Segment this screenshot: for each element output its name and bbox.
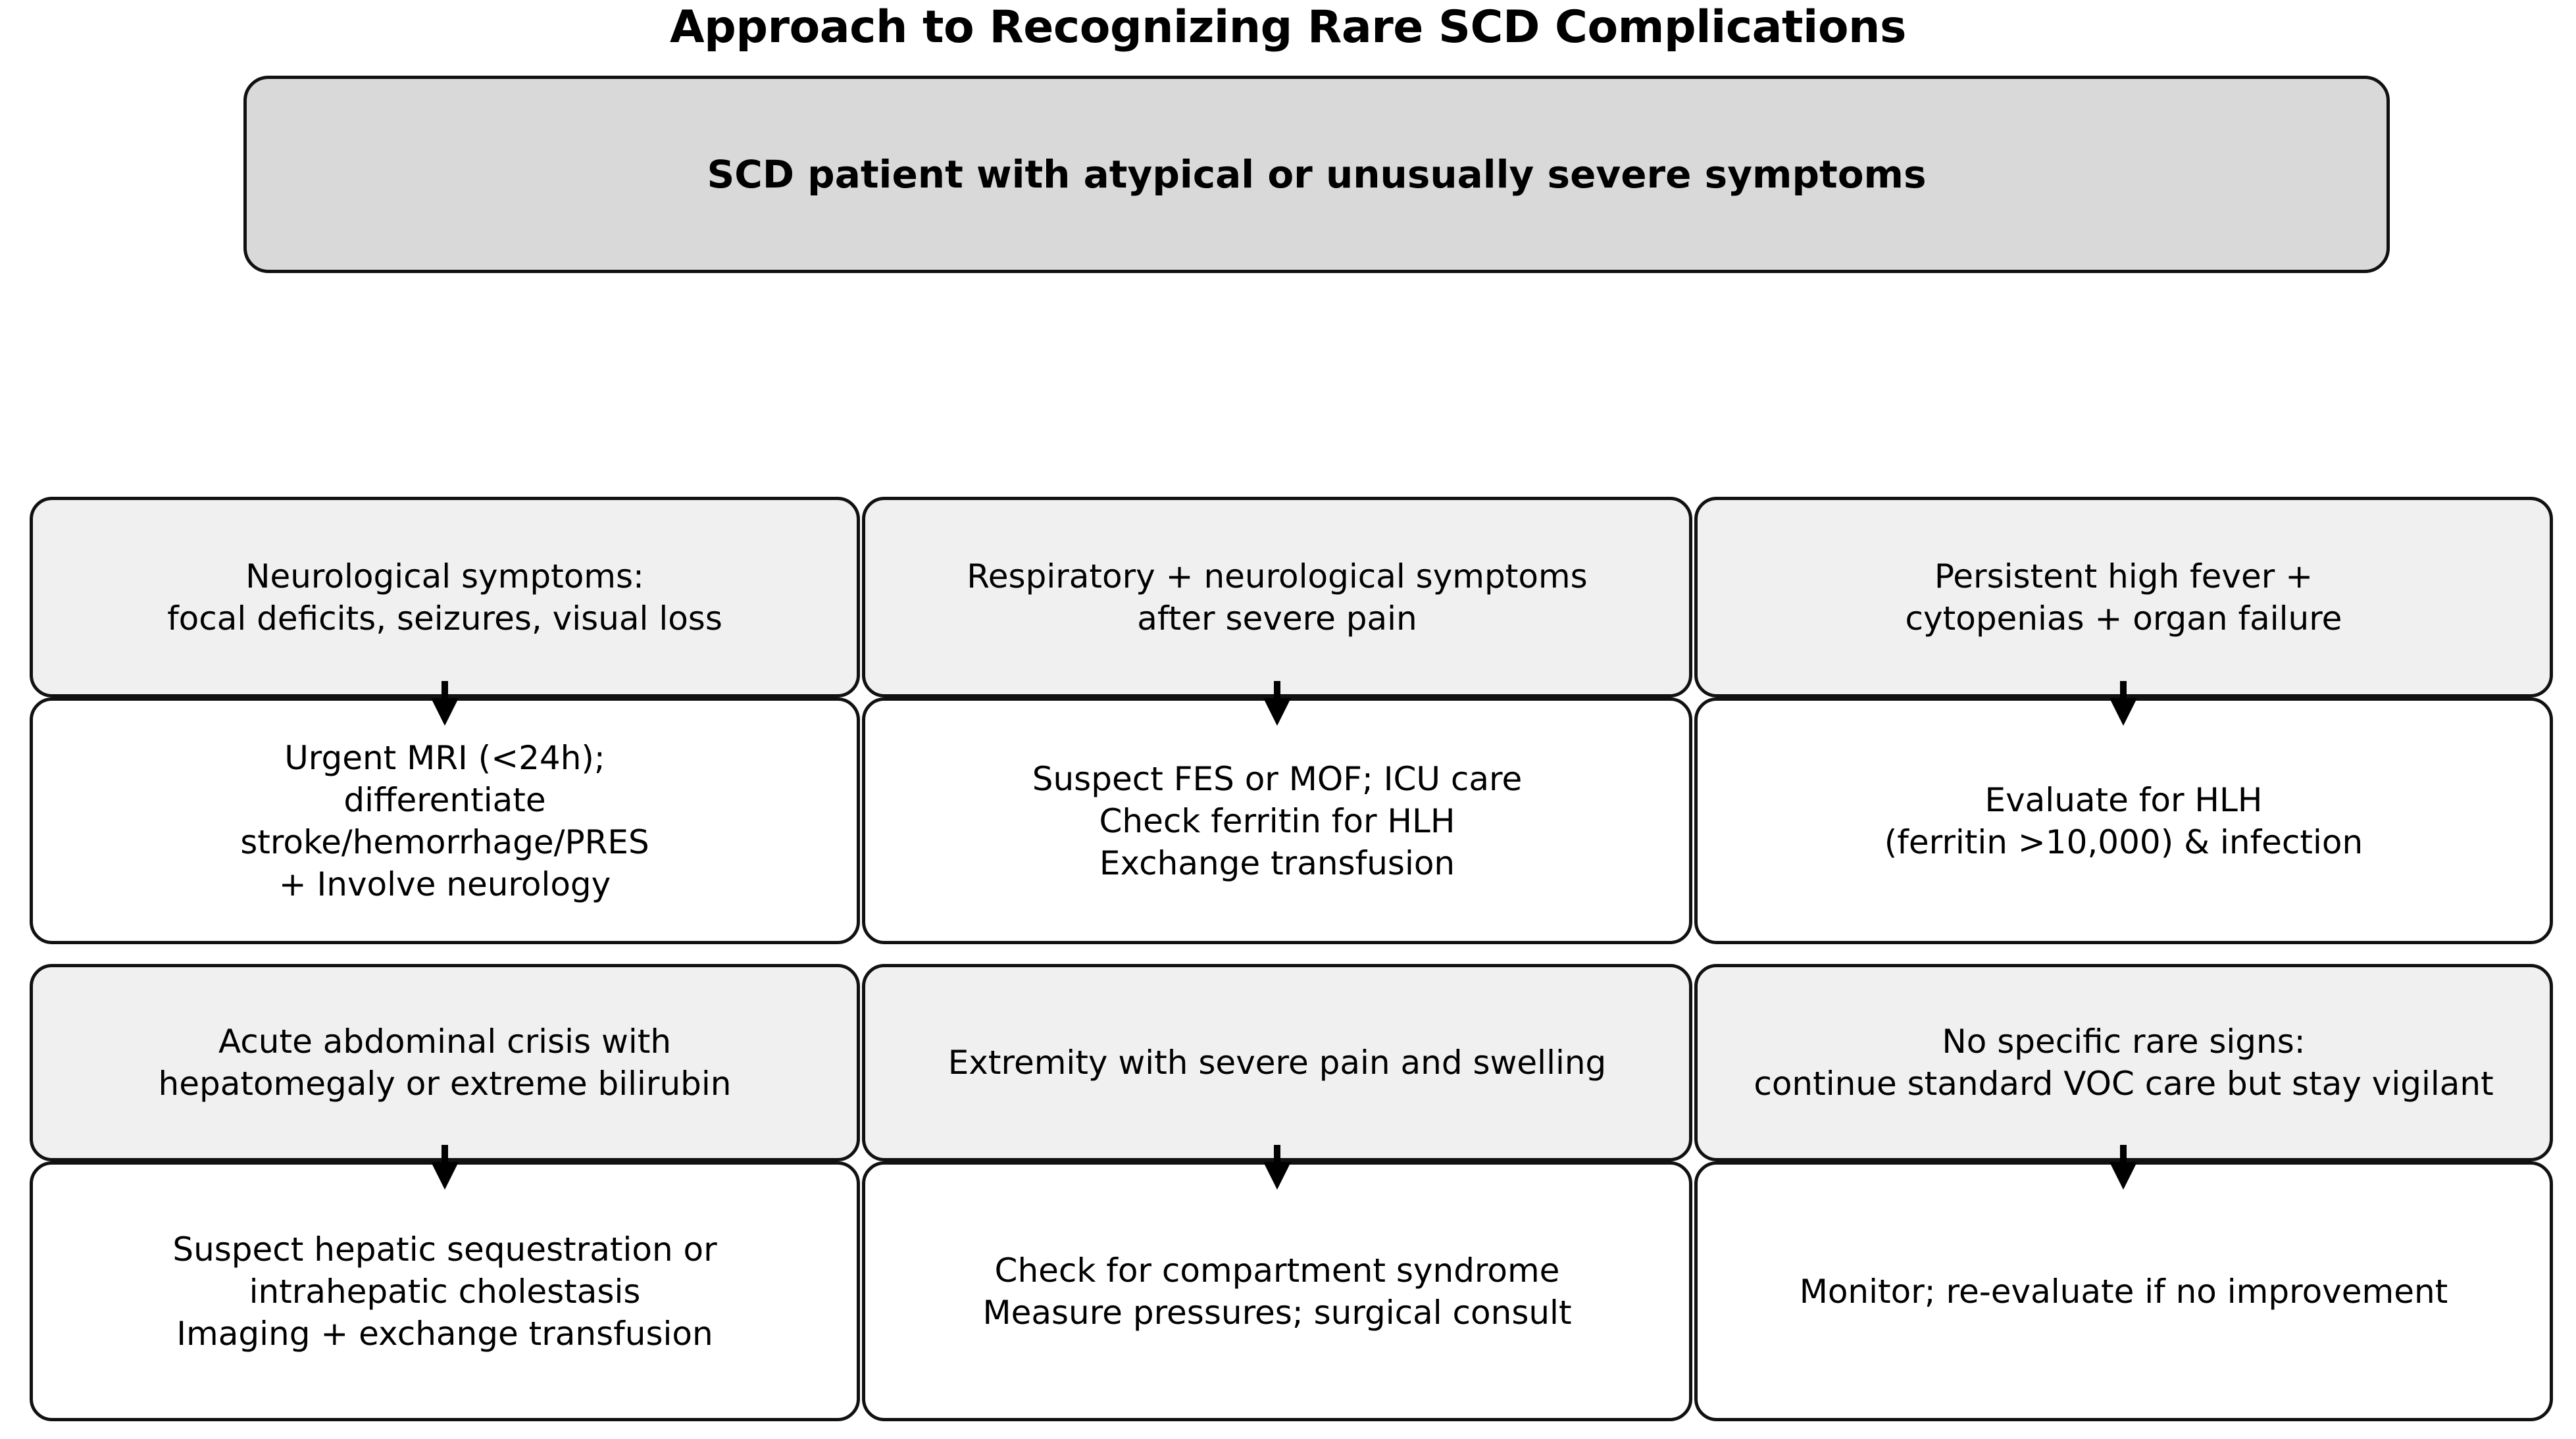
root-node-scd-patient: SCD patient with atypical or unusually s…	[243, 76, 2390, 273]
page-title: Approach to Recognizing Rare SCD Complic…	[670, 1, 1906, 53]
condition-node-acute-abdominal-crisis: Acute abdominal crisis with hepatomegaly…	[30, 964, 860, 1161]
action-node-label: Suspect FES or MOF; ICU care Check ferri…	[1032, 759, 1523, 882]
condition-node-label: Extremity with severe pain and swelling	[947, 1044, 1607, 1082]
action-node-label: Urgent MRI (<24h); differentiate stroke/…	[240, 738, 649, 903]
condition-node-persistent-fever: Persistent high fever + cytopenias + org…	[1694, 497, 2553, 697]
action-node-hepatic-sequestration: Suspect hepatic sequestration or intrahe…	[30, 1161, 860, 1421]
action-node-monitor-reevaluate: Monitor; re-evaluate if no improvement	[1694, 1161, 2553, 1421]
condition-node-label: Persistent high fever + cytopenias + org…	[1905, 557, 2342, 638]
action-node-label: Suspect hepatic sequestration or intrahe…	[172, 1230, 717, 1353]
condition-node-label: Neurological symptoms: focal deficits, s…	[167, 557, 722, 638]
condition-node-label: Acute abdominal crisis with hepatomegaly…	[158, 1022, 732, 1103]
root-node-label: SCD patient with atypical or unusually s…	[707, 151, 1927, 197]
condition-node-extremity-pain-swelling: Extremity with severe pain and swelling	[862, 964, 1692, 1161]
action-node-label: Monitor; re-evaluate if no improvement	[1799, 1272, 2448, 1311]
action-node-suspect-fes-mof: Suspect FES or MOF; ICU care Check ferri…	[862, 697, 1692, 944]
condition-node-respiratory-neurological: Respiratory + neurological symptoms afte…	[862, 497, 1692, 697]
condition-node-label: No specific rare signs: continue standar…	[1754, 1022, 2494, 1103]
condition-node-no-specific-rare-signs: No specific rare signs: continue standar…	[1694, 964, 2553, 1161]
condition-node-neurological-symptoms: Neurological symptoms: focal deficits, s…	[30, 497, 860, 697]
action-node-label: Evaluate for HLH (ferritin >10,000) & in…	[1884, 780, 2363, 861]
action-node-urgent-mri: Urgent MRI (<24h); differentiate stroke/…	[30, 697, 860, 944]
action-node-compartment-syndrome: Check for compartment syndrome Measure p…	[862, 1161, 1692, 1421]
action-node-evaluate-hlh: Evaluate for HLH (ferritin >10,000) & in…	[1694, 697, 2553, 944]
condition-node-label: Respiratory + neurological symptoms afte…	[967, 557, 1588, 638]
action-node-label: Check for compartment syndrome Measure p…	[982, 1251, 1572, 1332]
